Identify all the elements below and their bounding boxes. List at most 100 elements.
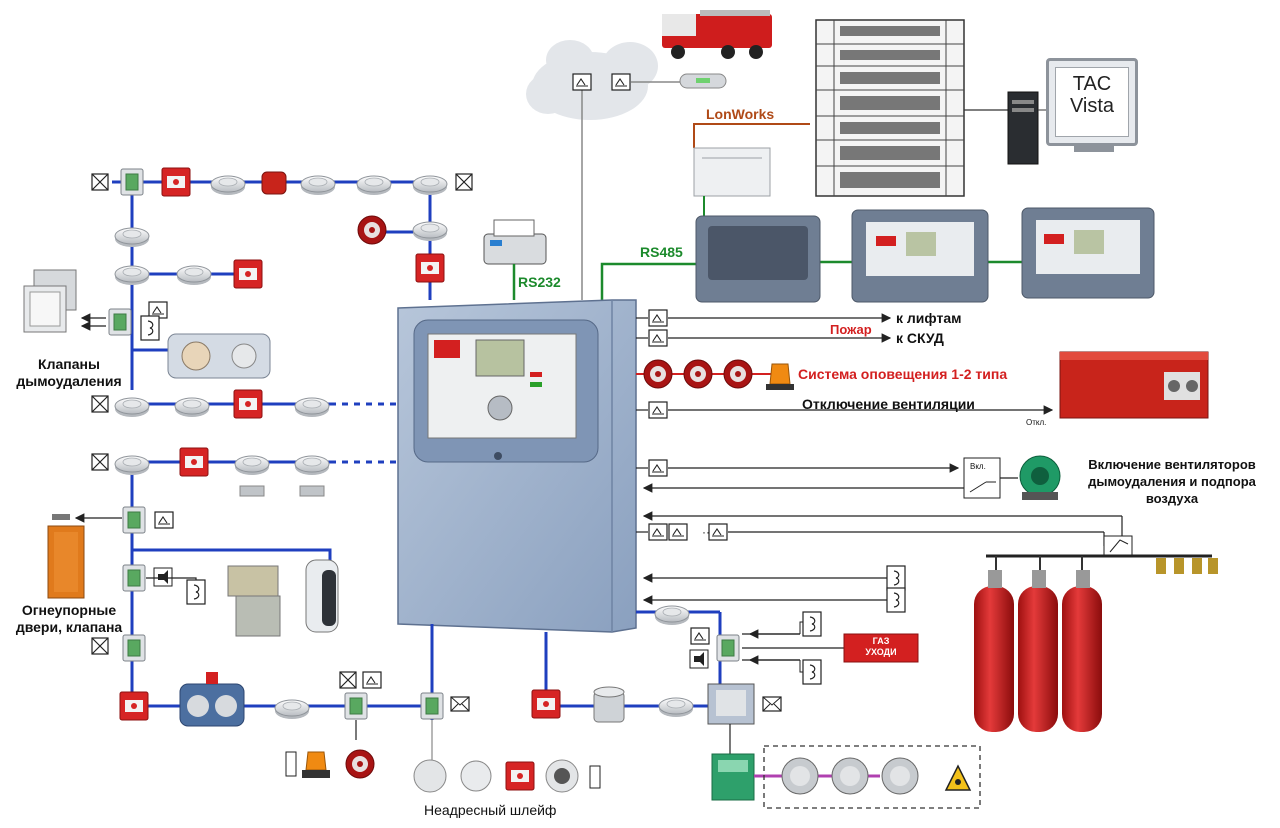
control-panel-icon (397, 299, 637, 633)
smoke-detector-icon (210, 175, 246, 196)
off-label: Откл. (1026, 418, 1047, 427)
damper-icon (23, 269, 77, 333)
end-of-line-resistor-icon (589, 765, 601, 789)
siren-icon (643, 359, 673, 389)
heat-detector-icon (274, 699, 310, 720)
to-access-control-label: к СКУД (896, 330, 944, 346)
fan-icon (1019, 455, 1061, 500)
lonworks-gateway-icon (693, 147, 771, 197)
damper-actuator-icon (227, 565, 281, 637)
address-module-icon (122, 564, 146, 592)
server-rack-icon (815, 19, 965, 197)
relay-module-icon (648, 309, 668, 327)
remote-panel-icon (1021, 207, 1155, 299)
end-switch-icon (186, 579, 206, 605)
beacon-icon (302, 751, 330, 778)
smoke-detector-icon (294, 455, 330, 476)
ventilation-unit-icon (1059, 351, 1209, 419)
smoke-detector-icon (654, 605, 690, 626)
end-switch-icon (802, 611, 822, 637)
gas-control-module-icon (707, 683, 755, 725)
manual-call-point-icon (531, 689, 561, 719)
smoke-detector-icon (114, 265, 150, 286)
smoke-detector-icon (114, 397, 150, 418)
door-holder-icon (305, 559, 339, 633)
end-switch-icon (886, 565, 906, 591)
rs485-label: RS485 (640, 244, 683, 260)
manual-call-point-icon (161, 167, 191, 197)
smoke-detector-icon (300, 175, 336, 196)
address-module-icon (716, 634, 740, 662)
end-switch-icon (140, 315, 160, 341)
siren-icon (683, 359, 713, 389)
relay-module-icon (648, 401, 668, 419)
pressure-switch-icon (1103, 535, 1133, 557)
address-module-icon (108, 308, 132, 336)
beam-detector-icon (167, 333, 271, 379)
relay-module-icon (648, 459, 668, 477)
siren-icon (723, 359, 753, 389)
gas-cylinder-icon (974, 570, 1102, 732)
lonworks-label: LonWorks (706, 106, 775, 122)
gas-relay-icon (711, 753, 755, 801)
vista-label: Vista (1069, 95, 1115, 117)
fan-switch-icon (963, 457, 1001, 499)
printer-icon (483, 219, 547, 265)
door-icon (47, 525, 85, 599)
network-interface-icon (572, 73, 592, 91)
beam-detector-icon (179, 672, 245, 727)
on-label: Вкл. (970, 462, 986, 471)
smoke-detector-icon (658, 697, 694, 718)
conventional-loop-label: Неадресный шлейф (424, 802, 557, 818)
heat-detector-icon (174, 397, 210, 418)
network-interface-icon (611, 73, 631, 91)
manual-call-point-icon (415, 253, 445, 283)
conventional-detector-icon (545, 759, 579, 793)
computer-icon (1007, 91, 1114, 165)
nozzle-icon (1156, 558, 1218, 574)
address-module-icon (420, 692, 444, 720)
smoke-detector-icon (412, 175, 448, 196)
fan-activation-label: Включение вентиляторов дымоудаления и по… (1088, 457, 1256, 506)
end-switch-icon (802, 659, 822, 685)
smoke-detector-icon (234, 455, 270, 476)
conventional-detector-icon (413, 759, 492, 793)
fire-signal-label: Пожар (830, 322, 872, 337)
smoke-detector-icon (294, 397, 330, 418)
siren-icon (345, 749, 375, 779)
remote-panel-icon (851, 209, 989, 303)
to-elevators-label: к лифтам (896, 310, 962, 326)
manual-call-point-icon (119, 691, 149, 721)
siren-icon (357, 215, 387, 245)
relay-module-icon (690, 627, 710, 645)
notification-system-label: Система оповещения 1-2 типа (798, 366, 1008, 382)
smoke-detector-icon (114, 227, 150, 248)
cloud-icon (526, 40, 658, 120)
manual-call-point-icon (179, 447, 209, 477)
smoke-detector-icon (412, 221, 448, 242)
gas-detector-icon (593, 686, 625, 723)
address-module-icon (122, 634, 146, 662)
relay-module-group: ··· (648, 523, 728, 541)
smoke-detector-icon (176, 265, 212, 286)
manual-call-point-icon (233, 259, 263, 289)
ex-zone-box (763, 745, 981, 809)
ex-detector-icon (781, 757, 919, 795)
leave-text: УХОДИ (865, 647, 897, 657)
relay-module-icon (154, 511, 174, 529)
address-module-icon (344, 692, 368, 720)
fire-truck-icon (662, 10, 772, 59)
explosion-warning-icon (944, 764, 972, 791)
relay-module-icon (648, 329, 668, 347)
gas-text: ГАЗ (872, 636, 890, 646)
ventilation-shutdown-label: Отключение вентиляции (802, 396, 975, 412)
remote-panel-icon (695, 215, 821, 303)
address-module-icon (120, 168, 144, 196)
address-module-icon (122, 506, 146, 534)
dampers-label: Клапаны дымоудаления (16, 356, 122, 389)
manual-call-point-icon (233, 389, 263, 419)
